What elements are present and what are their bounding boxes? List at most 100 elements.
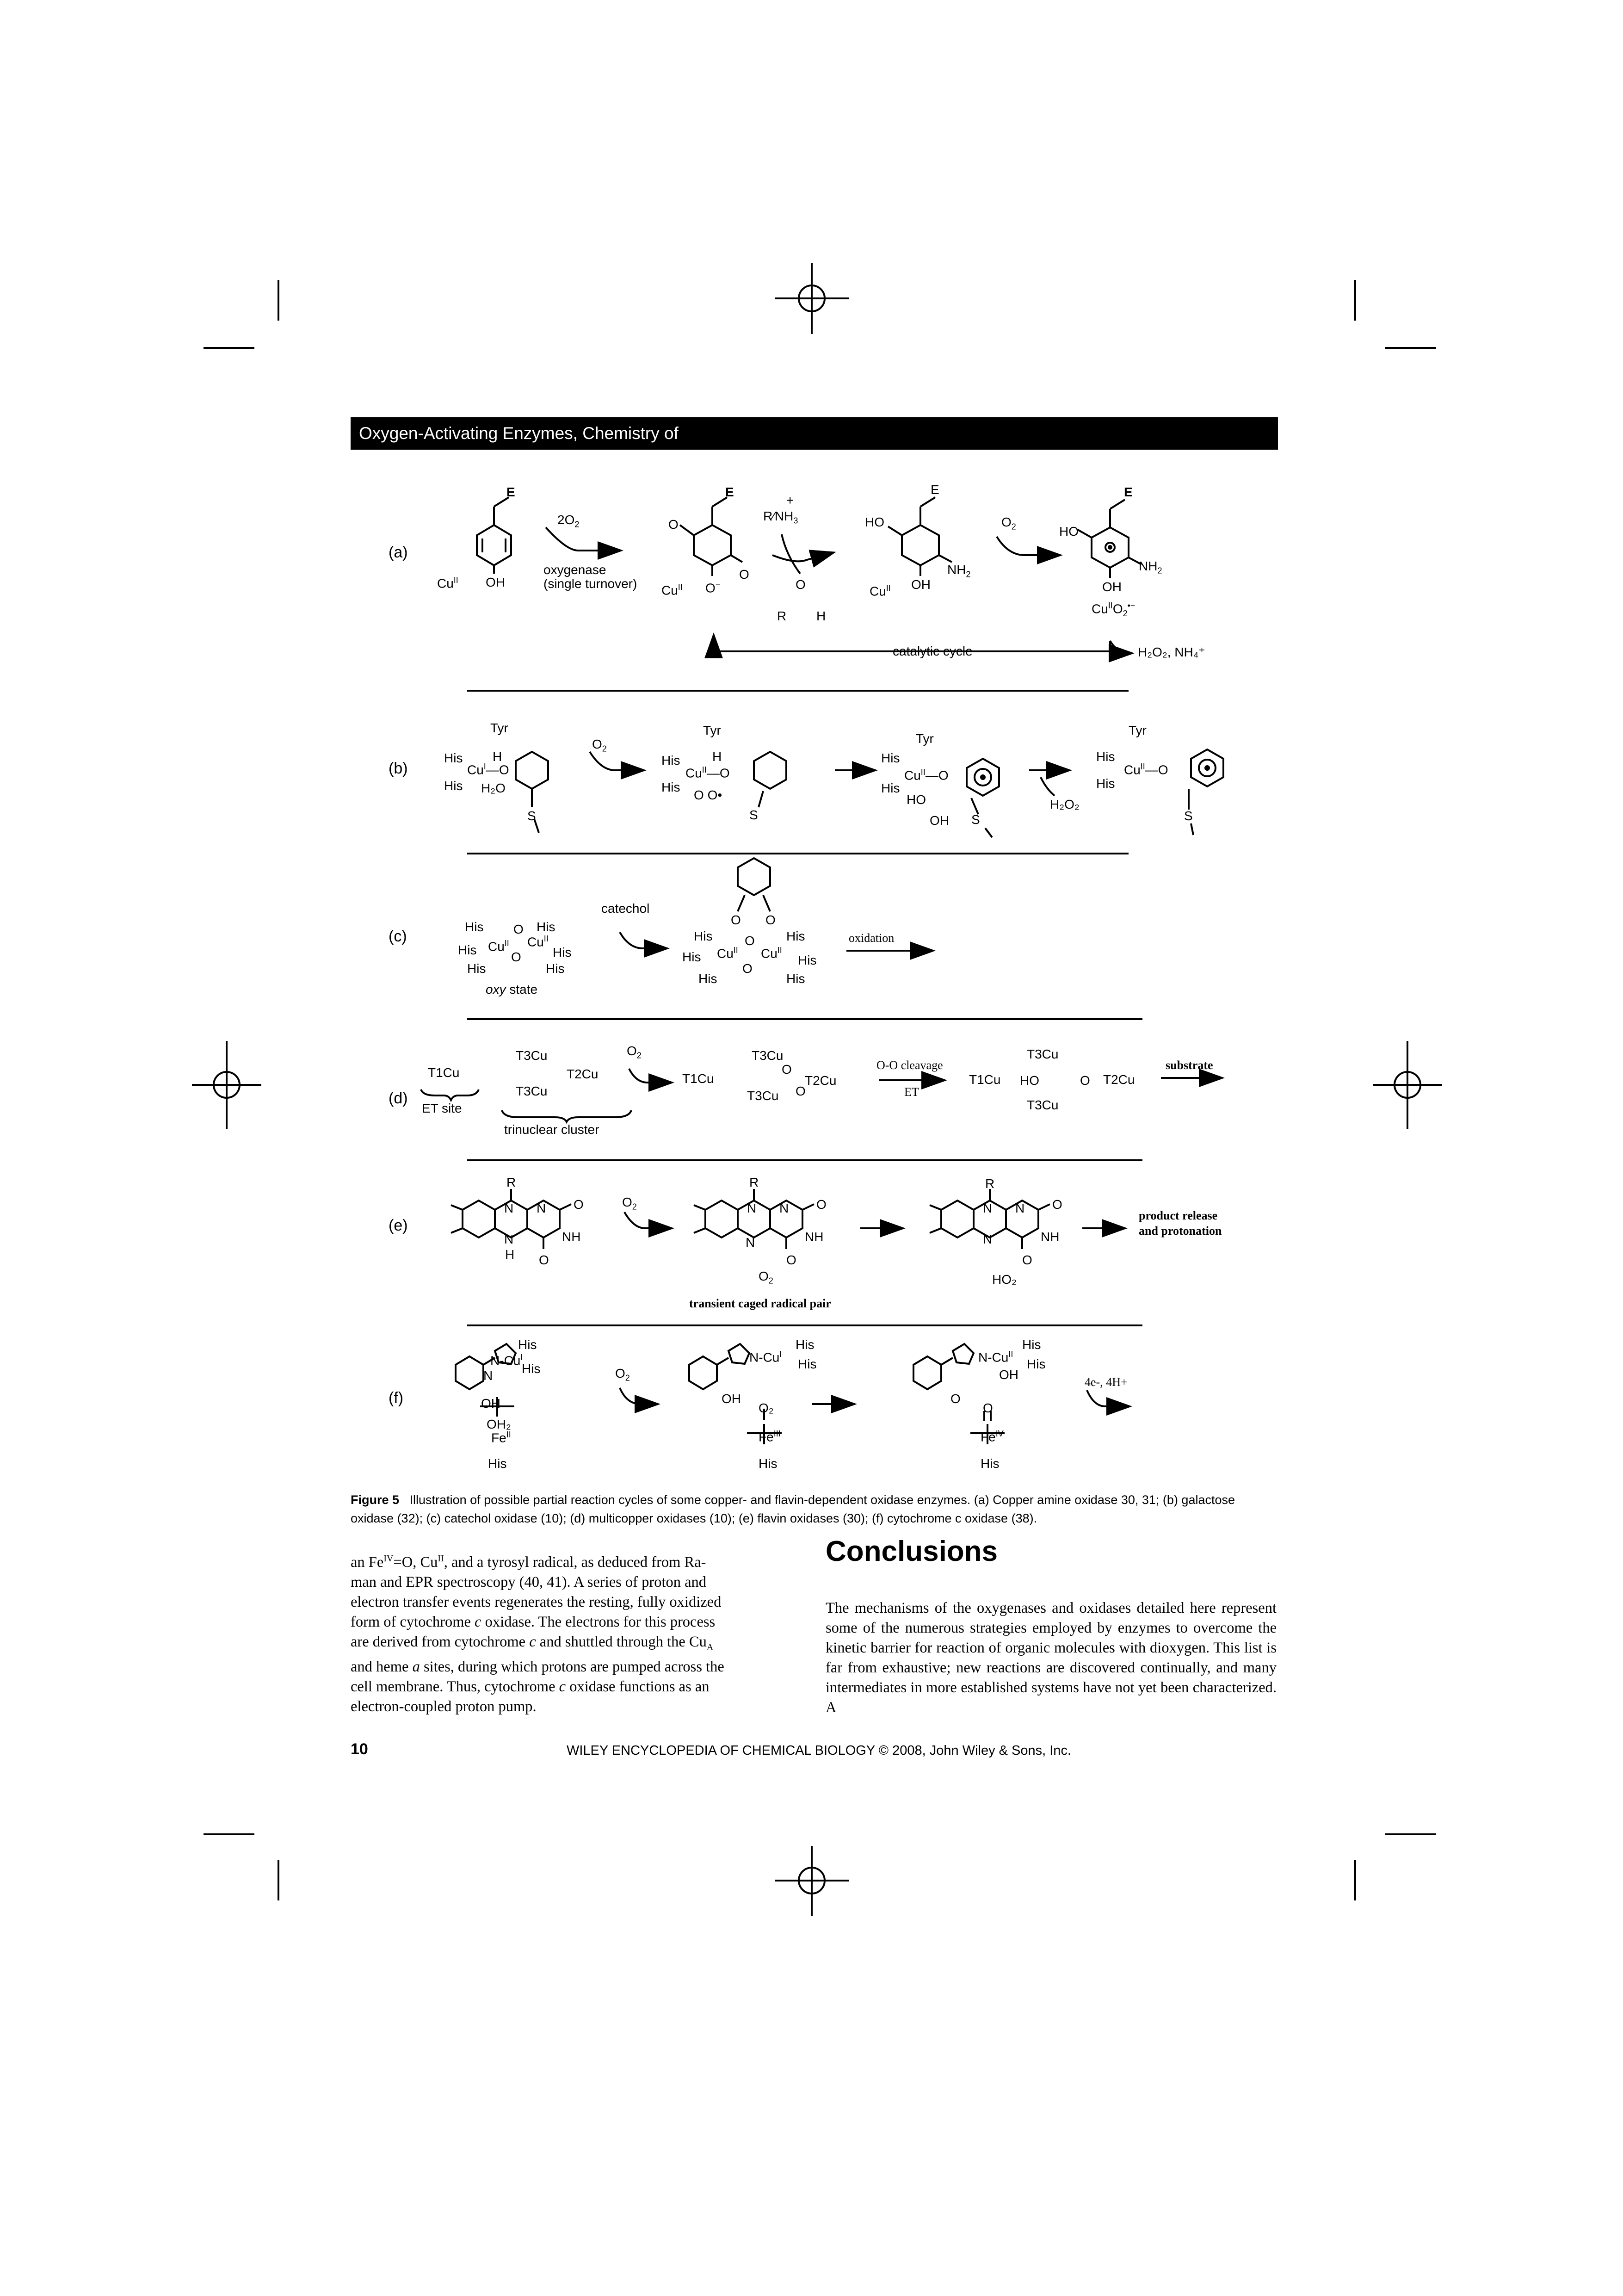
a-tpq-oh: OH: [911, 577, 931, 592]
e-release-1: product release: [1139, 1209, 1218, 1222]
ring-b1: [515, 750, 549, 790]
crop-mark: [204, 347, 254, 349]
e-o-3b: O: [1022, 1253, 1032, 1267]
crop-mark: [1385, 347, 1436, 349]
c-o-4: O: [742, 961, 753, 976]
footer-publication: WILEY ENCYCLOPEDIA OF CHEMICAL BIOLOGY ©…: [567, 1743, 1071, 1758]
text-line: are derived from cytochrome c and shuttl…: [351, 1633, 714, 1652]
b-his-1a: His: [444, 751, 463, 765]
c-his-11: His: [698, 972, 717, 986]
text-line: electron transfer events regenerates the…: [351, 1593, 722, 1610]
f-his-fe-3: His: [981, 1456, 1000, 1471]
arrow-4e: [1086, 1390, 1132, 1416]
a-tpq-ho: HO: [865, 515, 884, 529]
e-ho2: HO₂: [992, 1272, 1017, 1287]
a-rad-e: E: [1124, 485, 1133, 499]
left-column-text: an FeIV=O, CuII, and a tyrosyl radical, …: [351, 1549, 802, 1717]
f-o2-bound: O₂: [759, 1401, 774, 1415]
a-aldehyde-r: R: [777, 609, 787, 623]
a-tpq-copper: CuII: [870, 583, 891, 599]
e-h-1: H: [505, 1247, 515, 1262]
a-arrow-label-single: (single turnover): [543, 576, 637, 591]
e-n-3c: N: [983, 1232, 993, 1246]
ring-topaquinone: [693, 524, 732, 567]
c-o-cat-2: O: [765, 913, 776, 927]
a-amine-substrate: R⁄NH3: [763, 509, 798, 526]
et-site-brace: [420, 1089, 480, 1102]
registration-mark-bottom: [775, 1846, 849, 1916]
b-superoxide: O O•: [694, 788, 722, 802]
panel-label-e: (e): [389, 1217, 408, 1234]
c-oxidation-label: oxidation: [849, 931, 895, 945]
a-rad-cu-superoxide: CuIIO2•−: [1092, 601, 1135, 618]
b-his-2b: His: [661, 780, 680, 794]
heme-cu-2: [688, 1343, 782, 1444]
d-peroxo-o1: O: [782, 1062, 792, 1077]
a-rad-oh: OH: [1102, 580, 1122, 594]
running-header-bar: Oxygen-Activating Enzymes, Chemistry of: [351, 417, 1278, 450]
e-n-1a: N: [504, 1201, 514, 1215]
a-substituent-e: E: [506, 485, 515, 499]
a-aldehyde-h: H: [816, 609, 826, 623]
a-amine-charge: +: [786, 493, 794, 507]
c-cu-4: CuII: [761, 946, 782, 961]
a-topa-oxide: O−: [705, 580, 721, 595]
c-o-cat-1: O: [731, 913, 741, 927]
ring-aminoquinol: [901, 524, 940, 567]
b-his-3a: His: [881, 751, 900, 765]
registration-mark-left: [192, 1041, 261, 1129]
flavin-1: [450, 1189, 572, 1249]
arrow-catechol: [619, 932, 670, 958]
d-t3cu-6: T3Cu: [1027, 1098, 1059, 1112]
e-r-3: R: [985, 1176, 995, 1191]
c-his-5: His: [467, 961, 486, 976]
b-s-2: S: [749, 808, 758, 822]
b-cu-1: CuI—O: [467, 762, 509, 777]
f-n-cu-2: N-CuI: [749, 1349, 782, 1365]
f-oh2: OH₂: [487, 1417, 511, 1431]
d-t2cu-3: T2Cu: [1103, 1072, 1135, 1087]
heme-cu-3: [913, 1343, 1005, 1444]
c-cu-3: CuII: [717, 946, 738, 961]
f-fe-1: FeII: [491, 1430, 511, 1445]
e-o-2b: O: [786, 1253, 796, 1267]
figure-caption-text: Illustration of possible partial reactio…: [351, 1493, 1235, 1525]
b-his-4b: His: [1096, 776, 1115, 791]
a-dioxygen-reagent: 2O2: [557, 513, 580, 529]
arrow-o2-e: [623, 1212, 674, 1238]
c-his-3: His: [458, 943, 477, 957]
d-t1cu-2: T1Cu: [682, 1071, 714, 1086]
crop-mark: [1354, 1860, 1356, 1900]
c-his-6: His: [546, 961, 565, 976]
e-o-3a: O: [1052, 1197, 1062, 1212]
d-t3cu-3: T3Cu: [752, 1048, 784, 1063]
f-his-1a: His: [518, 1337, 537, 1352]
b-s-4: S: [1184, 809, 1193, 823]
b-his-3b: His: [881, 781, 900, 795]
running-header-title: Oxygen-Activating Enzymes, Chemistry of: [359, 424, 679, 443]
b-s-3: S: [971, 812, 980, 827]
d-oo-cleavage: O-O cleavage: [876, 1058, 943, 1072]
c-his-12: His: [786, 972, 805, 986]
c-his-7: His: [694, 929, 713, 943]
e-nh-1: NH: [562, 1230, 581, 1244]
panel-label-a: (a): [389, 544, 408, 561]
a-catalytic-cycle-label: catalytic cycle: [893, 644, 973, 658]
a-aldehyde-o: O: [796, 577, 806, 592]
f-his-fe-1: His: [488, 1456, 507, 1471]
text-line: cell membrane. Thus, cytochrome c oxidas…: [351, 1678, 710, 1696]
f-oh-1: OH: [481, 1396, 500, 1411]
crop-mark: [278, 1860, 279, 1900]
f-o-radical: O: [950, 1392, 961, 1406]
a-tpq-nh2: NH2: [947, 563, 971, 579]
arrow-o2-f: [619, 1387, 660, 1413]
a-hydroxyl: OH: [486, 575, 505, 589]
e-n-2c: N: [746, 1235, 755, 1250]
crop-mark: [1354, 280, 1356, 321]
d-peroxo-o2: O: [796, 1084, 806, 1098]
arrow-amine: [772, 550, 836, 568]
c-his-2: His: [537, 920, 555, 934]
flavin-2: [693, 1189, 815, 1249]
a-topa-oxo2: O: [739, 567, 749, 582]
